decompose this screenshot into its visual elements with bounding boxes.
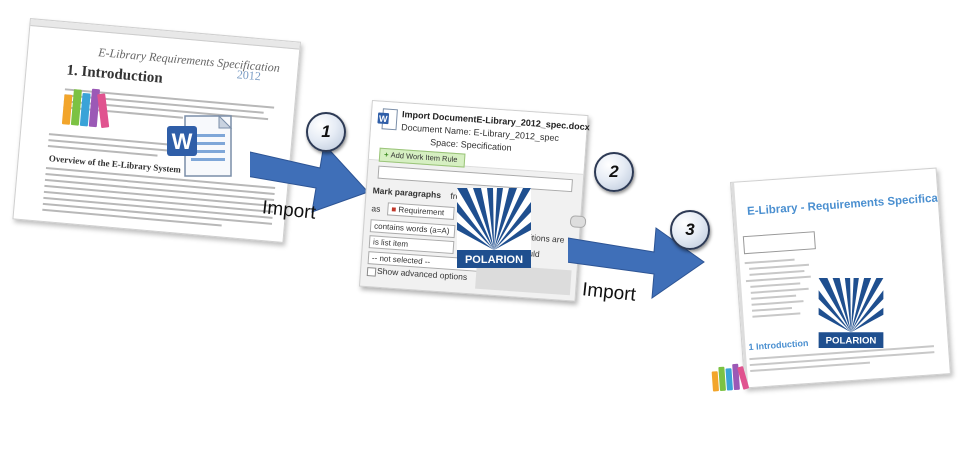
import-dialog: W Import DocumentE-Library_2012_spec.doc… [358, 100, 590, 302]
word-file-icon: W [377, 108, 398, 131]
arrow-right-icon [250, 142, 369, 213]
step-2-badge: 2 [594, 152, 634, 192]
books-icon [711, 360, 758, 392]
type-select[interactable]: ■ Requirement [386, 202, 455, 221]
svg-text:W: W [379, 114, 389, 125]
toc-line [749, 270, 805, 276]
toc-line [745, 275, 811, 283]
document-year: 2012 [236, 67, 262, 84]
result-document-title: E-Library - Requirements Specification [746, 191, 951, 218]
document-subheading: Overview of the E-Library System [48, 153, 182, 175]
word-document-icon: W [167, 114, 233, 177]
polarion-logo-icon: POLARION [457, 188, 531, 268]
mark-paragraphs-label: Mark paragraphs [372, 185, 442, 201]
step-1-badge: 1 [306, 112, 346, 152]
gray-area [475, 263, 572, 296]
document-heading: 1. Introduction [65, 62, 164, 87]
logo-text: POLARION [826, 336, 877, 347]
space-label: Space: [429, 137, 459, 150]
metadata-table [742, 231, 816, 255]
books-icon [61, 84, 115, 129]
logo-text: POLARION [465, 254, 523, 266]
toc-line [750, 287, 809, 294]
svg-text:W: W [172, 129, 193, 154]
toc-line [749, 263, 810, 270]
step-3-badge: 3 [670, 210, 710, 250]
as-label: as [371, 203, 381, 214]
result-intro-heading: 1 Introduction [748, 337, 809, 353]
advanced-options-checkbox[interactable] [366, 267, 377, 277]
arrow-right-icon [568, 227, 705, 300]
toc-line [752, 312, 801, 318]
toc-line [751, 306, 793, 312]
toc-line [750, 282, 801, 288]
document-margin [731, 182, 749, 388]
toc-line [744, 258, 795, 265]
toc-line [751, 300, 804, 306]
polarion-logo-icon: POLARION [818, 278, 884, 348]
document-ruler [30, 19, 300, 50]
toc-line [751, 294, 797, 300]
